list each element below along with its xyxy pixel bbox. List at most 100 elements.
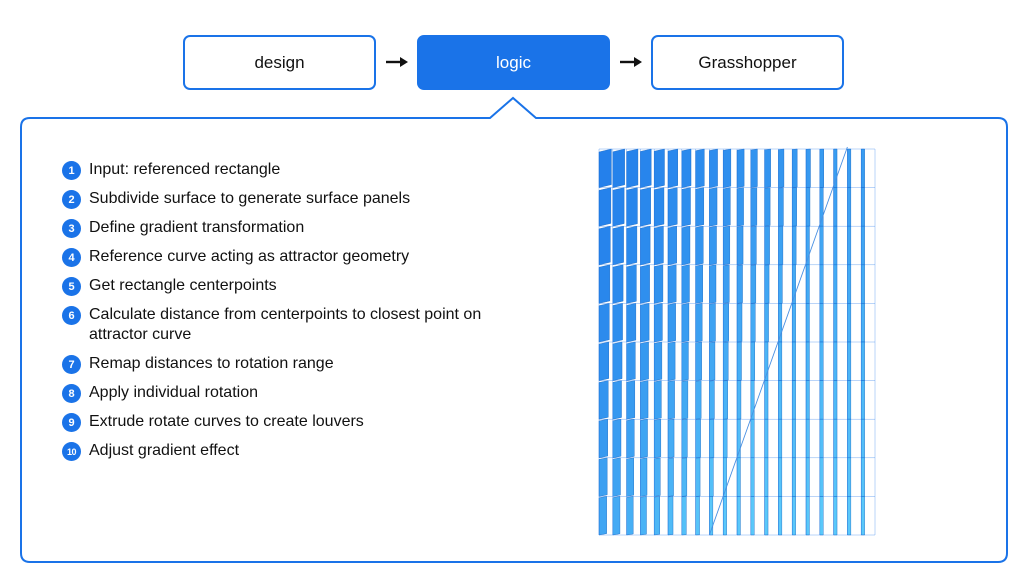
louver-panel <box>861 264 865 304</box>
louver-panel <box>861 148 865 188</box>
louver-panel <box>612 187 625 227</box>
louver-panel <box>861 187 865 227</box>
louver-panel <box>612 341 623 381</box>
step-number-badge: 4 <box>62 248 81 267</box>
louver-panel <box>805 457 810 497</box>
flow-step-grasshopper[interactable]: Grasshopper <box>651 35 844 90</box>
louver-panel <box>805 303 810 343</box>
louver-panel <box>695 457 701 497</box>
louver-panel <box>626 496 634 536</box>
louver-panel <box>709 418 715 459</box>
louver-panel <box>612 457 621 497</box>
louver-panel <box>819 457 824 497</box>
louver-panel <box>640 303 650 343</box>
louver-panel <box>819 303 824 343</box>
flow-step-design[interactable]: design <box>183 35 376 90</box>
louver-panel <box>709 225 717 266</box>
step-text: Extrude rotate curves to create louvers <box>89 413 364 430</box>
louver-panel <box>736 303 743 343</box>
list-item: 2 Subdivide surface to generate surface … <box>62 189 522 209</box>
flow-step-logic[interactable]: logic <box>417 35 610 90</box>
louver-panel <box>709 380 715 420</box>
louver-panel <box>654 496 660 536</box>
step-text: Get rectangle centerpoints <box>89 277 277 294</box>
louver-panel <box>695 148 705 188</box>
louver-panel <box>640 225 651 266</box>
louver-panel <box>847 496 852 536</box>
louver-panel <box>847 419 852 458</box>
louver-panel <box>805 380 810 420</box>
louver-panel <box>640 457 648 497</box>
louver-panel <box>791 457 796 497</box>
louver-panel <box>861 496 865 536</box>
louver-panel <box>764 187 771 227</box>
louver-panel <box>640 418 648 459</box>
louver-panel <box>654 187 665 227</box>
louver-panel <box>626 148 639 188</box>
louver-panel <box>750 264 757 304</box>
louver-panel <box>695 380 702 420</box>
louver-panel <box>778 419 783 458</box>
louver-panel <box>722 148 732 188</box>
louver-panel <box>598 418 608 459</box>
louver-panel <box>847 341 852 381</box>
louver-panel <box>764 380 769 420</box>
louver-panel <box>736 225 744 266</box>
louver-panel <box>709 341 716 381</box>
louver-panel <box>750 148 758 188</box>
step-number-badge: 6 <box>62 306 81 325</box>
louver-panel <box>736 341 742 381</box>
flow-step-label: logic <box>496 52 531 72</box>
louver-panel <box>764 225 770 266</box>
louver-panel <box>736 496 741 536</box>
step-text: Input: referenced rectangle <box>89 161 281 178</box>
flow-step-label: Grasshopper <box>698 52 797 72</box>
louver-panel <box>847 457 852 497</box>
louver-panel <box>778 380 783 420</box>
louver-panel <box>750 303 756 343</box>
louver-panel <box>709 148 718 188</box>
louver-panel <box>736 264 743 304</box>
louver-panel <box>791 419 796 458</box>
louver-panel <box>722 303 729 343</box>
louver-panel <box>791 225 797 266</box>
louver-panel <box>612 264 624 304</box>
list-item: 6 Calculate distance from centerpoints t… <box>62 305 522 345</box>
louver-panel <box>667 148 678 188</box>
louver-panel <box>709 457 714 497</box>
louver-panel <box>681 341 689 381</box>
step-text: Subdivide surface to generate surface pa… <box>89 190 411 207</box>
louver-panel <box>667 496 674 536</box>
louver-panel <box>778 187 784 227</box>
louver-panel <box>640 380 649 420</box>
step-number-badge: 7 <box>62 355 81 374</box>
louver-panel <box>833 457 838 497</box>
louver-panel <box>722 496 727 536</box>
louver-panel <box>695 341 702 381</box>
louver-panel <box>764 419 769 458</box>
louver-panel <box>819 264 824 304</box>
list-item: 10 Adjust gradient effect <box>62 441 522 461</box>
louver-panel <box>654 303 663 343</box>
louver-panel <box>833 419 838 458</box>
louver-panel <box>861 225 865 266</box>
step-text: Apply individual rotation <box>89 384 258 401</box>
louver-panel <box>667 187 678 227</box>
louver-panel <box>681 303 690 343</box>
list-item: 3 Define gradient transformation <box>62 218 522 238</box>
louver-panel <box>750 496 755 536</box>
louver-panel <box>847 264 852 304</box>
step-number-badge: 5 <box>62 277 81 296</box>
arrow-right-icon <box>386 57 408 67</box>
louver-panel <box>833 264 838 304</box>
louver-panel <box>695 187 704 227</box>
step-text: Reference curve acting as attractor geom… <box>89 248 410 265</box>
louver-panel <box>764 264 770 304</box>
arrow-right-icon <box>620 57 642 67</box>
step-text: Remap distances to rotation range <box>89 355 334 372</box>
louver-panel <box>847 303 852 343</box>
louver-panel <box>612 380 622 420</box>
louver-panel <box>833 496 838 536</box>
louver-panel <box>805 187 811 227</box>
louver-panel <box>640 148 652 188</box>
